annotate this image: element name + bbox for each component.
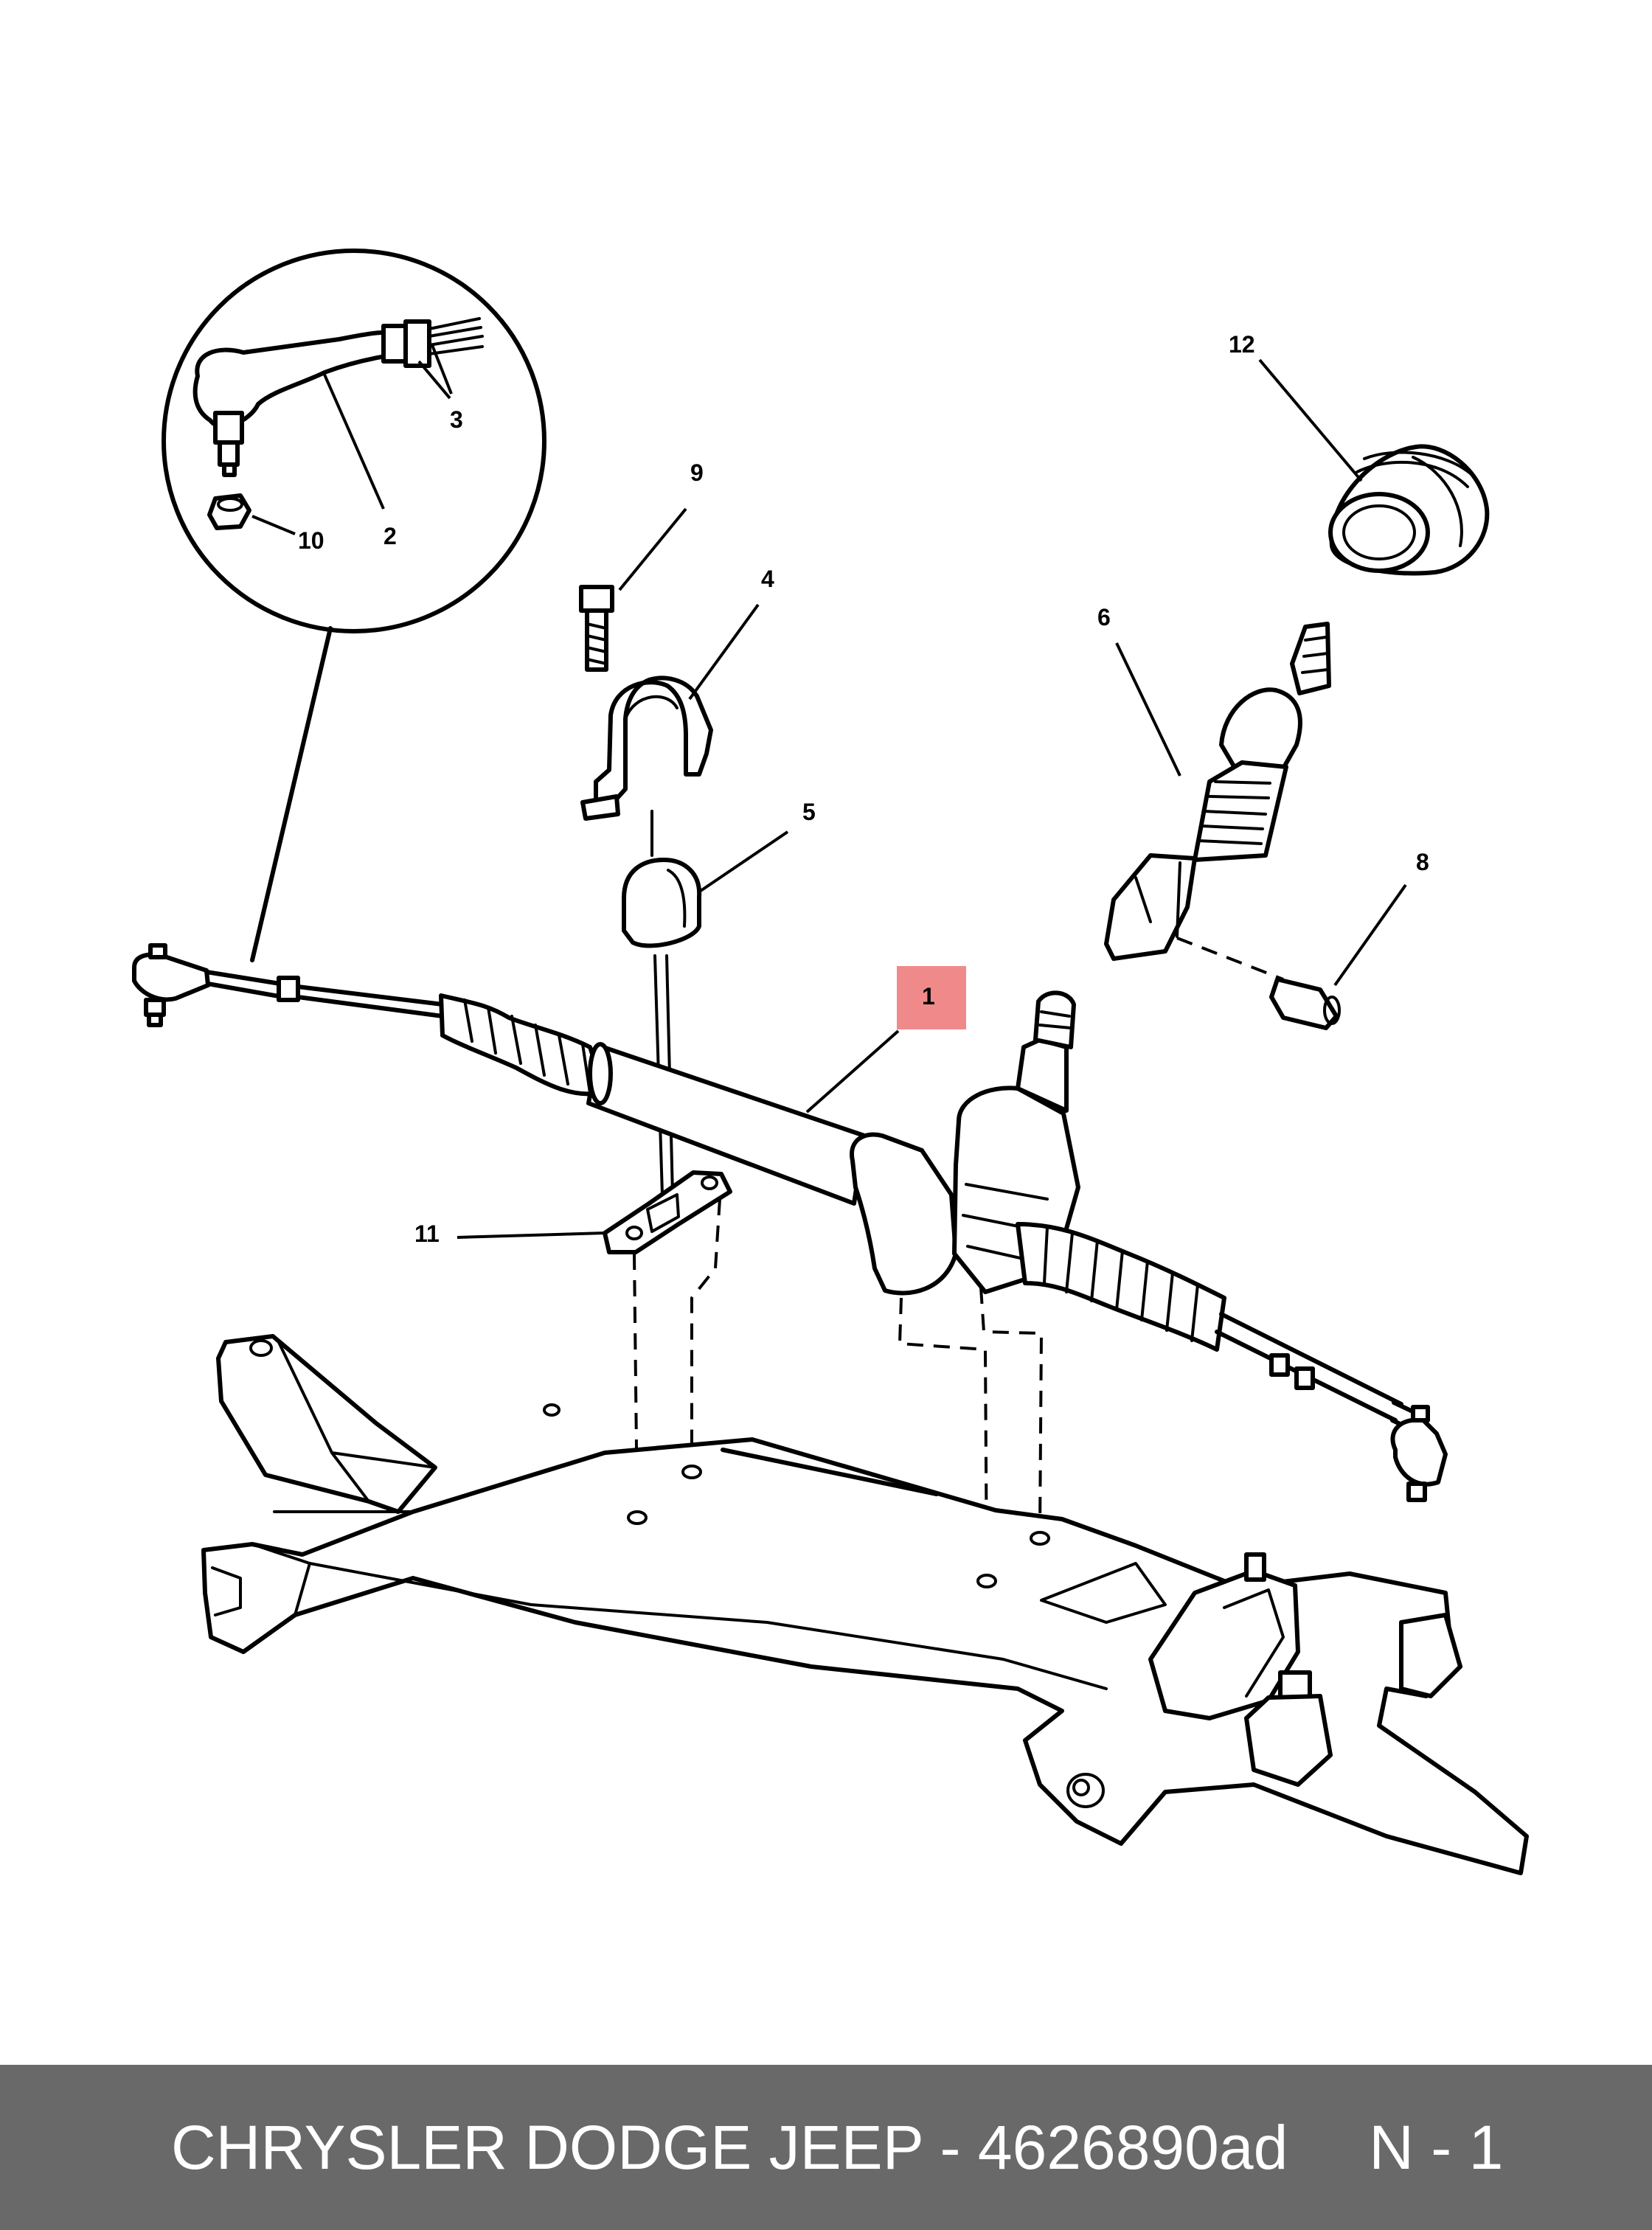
crossmember-frame [201, 1334, 1529, 1875]
boot-part-12: 12 [1229, 331, 1490, 576]
parts-diagram: 3 2 10 9 4 5 [132, 249, 1529, 1875]
steering-rack-part-1: 1 [132, 943, 1448, 1502]
callout-4: 4 [761, 566, 774, 592]
callout-10: 10 [298, 527, 324, 554]
callout-1: 1 [922, 983, 935, 1010]
callout-1-highlight [897, 966, 966, 1029]
tie-rod-detail-circle: 3 2 10 [162, 249, 546, 962]
callout-11: 11 [414, 1220, 440, 1247]
callout-2: 2 [384, 523, 397, 549]
callout-9: 9 [690, 459, 704, 486]
pin-part-8: 8 [1269, 849, 1429, 1030]
bracket-part-4: 4 [580, 566, 774, 821]
callout-5: 5 [802, 799, 816, 825]
callout-3: 3 [450, 406, 463, 433]
footer-bar: CHRYSLER DODGE JEEP - 4626890ad N - 1 [0, 2065, 1652, 2230]
footer-page-code: N - 1 [1369, 2112, 1504, 2182]
bolt-part-9: 9 [579, 459, 704, 672]
callout-8: 8 [1416, 849, 1429, 875]
clamp-part-11: 11 [414, 1170, 732, 1254]
shaft-part-6: 6 [1097, 604, 1331, 981]
callout-6: 6 [1097, 604, 1111, 631]
footer-label: CHRYSLER DODGE JEEP - 4626890ad [171, 2112, 1288, 2182]
callout-12: 12 [1229, 331, 1255, 358]
